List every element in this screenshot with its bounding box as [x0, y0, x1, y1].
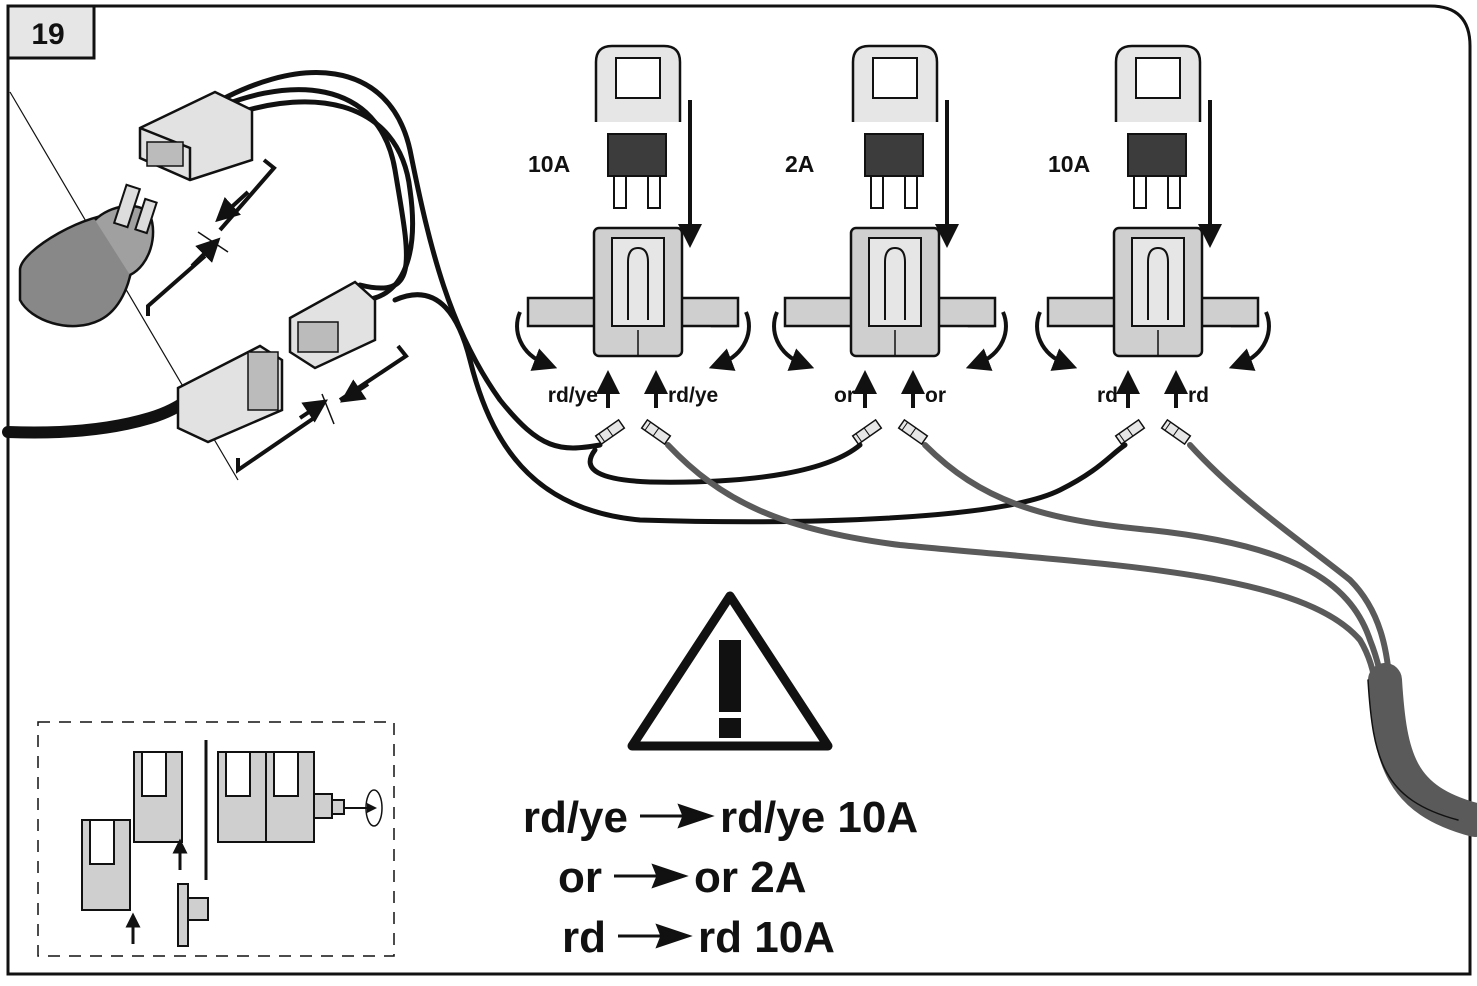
- curved-arrow-right: [1228, 311, 1271, 371]
- frame-border: [6, 4, 1472, 976]
- crimp-terminal: [594, 418, 626, 446]
- fuse-clip: [1114, 44, 1202, 122]
- exclamation-triangle-icon: [627, 591, 833, 751]
- plug-connector-a: [138, 90, 254, 182]
- fuse-slot: 10A rd rd: [1035, 44, 1271, 446]
- fuse-clip: [594, 44, 682, 122]
- step-badge: 19: [6, 4, 96, 60]
- mini-fuse: [607, 133, 667, 209]
- wire-label-right: or: [925, 384, 946, 407]
- step-number: 19: [31, 18, 64, 51]
- crimp-terminal: [640, 418, 672, 446]
- crimp-terminal: [897, 418, 929, 446]
- fuse-slot: 10A rd/ye rd/ye: [515, 44, 751, 446]
- mapping-from: rd/ye: [523, 793, 628, 842]
- curved-arrow-left: [515, 311, 558, 371]
- mapping-to: rd/ye 10A: [720, 793, 918, 842]
- cable-harness: [2, 70, 1477, 837]
- mapping-to: or 2A: [694, 853, 806, 902]
- fuse-holder: [526, 226, 740, 358]
- wire-label-left: or: [834, 384, 855, 407]
- arrow-right-icon: [618, 923, 693, 949]
- fuse-slot: 2A or or: [772, 44, 1008, 446]
- curved-arrow-right: [965, 311, 1008, 371]
- wire-label-right: rd/ye: [668, 384, 718, 407]
- join-indicators: [146, 158, 409, 474]
- fuse-clip: [851, 44, 939, 122]
- curved-arrow-left: [772, 311, 815, 371]
- curved-arrow-right: [708, 311, 751, 371]
- mini-fuse: [864, 133, 924, 209]
- fuse-slots: 10A rd/ye rd/ye 2A or or 10A rd rd: [515, 44, 1271, 446]
- fuse-rating-label: 10A: [1048, 151, 1090, 177]
- power-socket: [18, 183, 158, 328]
- mapping-from: or: [558, 853, 602, 902]
- wire-label-right: rd: [1188, 384, 1209, 407]
- fuse-rating-label: 10A: [528, 151, 570, 177]
- mapping-to: rd 10A: [698, 913, 835, 962]
- wire-label-left: rd: [1097, 384, 1118, 407]
- fuse-holder: [1046, 226, 1260, 358]
- wire-mapping-list: rd/ye rd/ye 10A or or 2A rd rd 10A: [523, 793, 918, 962]
- mapping-row: or or 2A: [558, 853, 806, 902]
- mini-fuse: [1127, 133, 1187, 209]
- arrow-right-icon: [614, 863, 689, 889]
- crimp-terminal: [851, 418, 883, 446]
- plug-connector-b: [288, 280, 377, 370]
- mapping-row: rd rd 10A: [562, 913, 835, 962]
- arrow-right-icon: [640, 803, 715, 829]
- inset-detail-box: [37, 721, 395, 957]
- crimp-terminal: [1160, 418, 1192, 446]
- mapping-row: rd/ye rd/ye 10A: [523, 793, 918, 842]
- fuse-rating-label: 2A: [785, 151, 814, 177]
- mapping-from: rd: [562, 913, 606, 962]
- wire-label-left: rd/ye: [548, 384, 598, 407]
- fuse-holder: [783, 226, 997, 358]
- crimp-terminal: [1114, 418, 1146, 446]
- plug-connector-c: [176, 344, 284, 444]
- curved-arrow-left: [1035, 311, 1078, 371]
